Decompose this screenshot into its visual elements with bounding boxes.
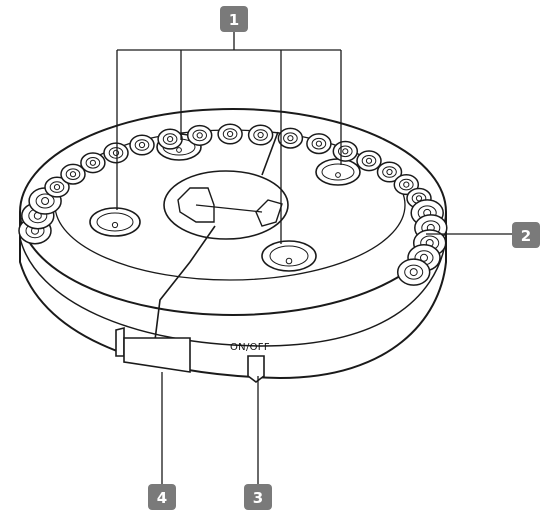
side-light <box>157 128 183 150</box>
callout-4: 4 <box>148 484 176 510</box>
svg-text:2: 2 <box>521 227 531 245</box>
svg-text:1: 1 <box>229 11 239 29</box>
device-body <box>19 108 447 380</box>
callout-1: 1 <box>220 6 248 32</box>
callout-3: 3 <box>244 484 272 510</box>
side-light <box>356 150 382 172</box>
side-light <box>277 127 304 149</box>
top-light <box>315 158 361 186</box>
side-light <box>80 152 106 174</box>
power-switch <box>247 355 265 383</box>
side-light <box>44 176 70 198</box>
clamp-left <box>177 187 215 223</box>
clamp-bar <box>195 204 263 213</box>
top-light <box>89 207 141 237</box>
side-light <box>60 163 86 185</box>
svg-text:4: 4 <box>157 489 167 507</box>
side-light <box>376 161 403 183</box>
top-lights <box>89 133 361 272</box>
battery-compartment <box>115 326 191 373</box>
seam-line <box>154 131 279 341</box>
side-light <box>247 124 274 146</box>
side-light <box>103 142 129 164</box>
callout-leaders <box>116 32 512 484</box>
side-groove <box>19 237 447 347</box>
side-light <box>332 140 359 162</box>
center-hole <box>163 170 289 240</box>
clamp-right <box>255 199 283 227</box>
svg-text:3: 3 <box>253 489 263 507</box>
switch-button <box>247 355 265 383</box>
side-light <box>306 133 332 155</box>
side-lights <box>18 123 448 286</box>
callout-2: 2 <box>512 222 540 248</box>
side-light <box>396 258 431 286</box>
side-light <box>129 134 155 156</box>
side-light <box>186 124 213 146</box>
battery-door <box>115 326 125 357</box>
switch-label: ON/OFF <box>230 342 270 353</box>
side-light <box>217 123 243 145</box>
leader-1 <box>116 32 342 244</box>
top-light <box>261 240 317 272</box>
battery-cover <box>123 337 191 373</box>
